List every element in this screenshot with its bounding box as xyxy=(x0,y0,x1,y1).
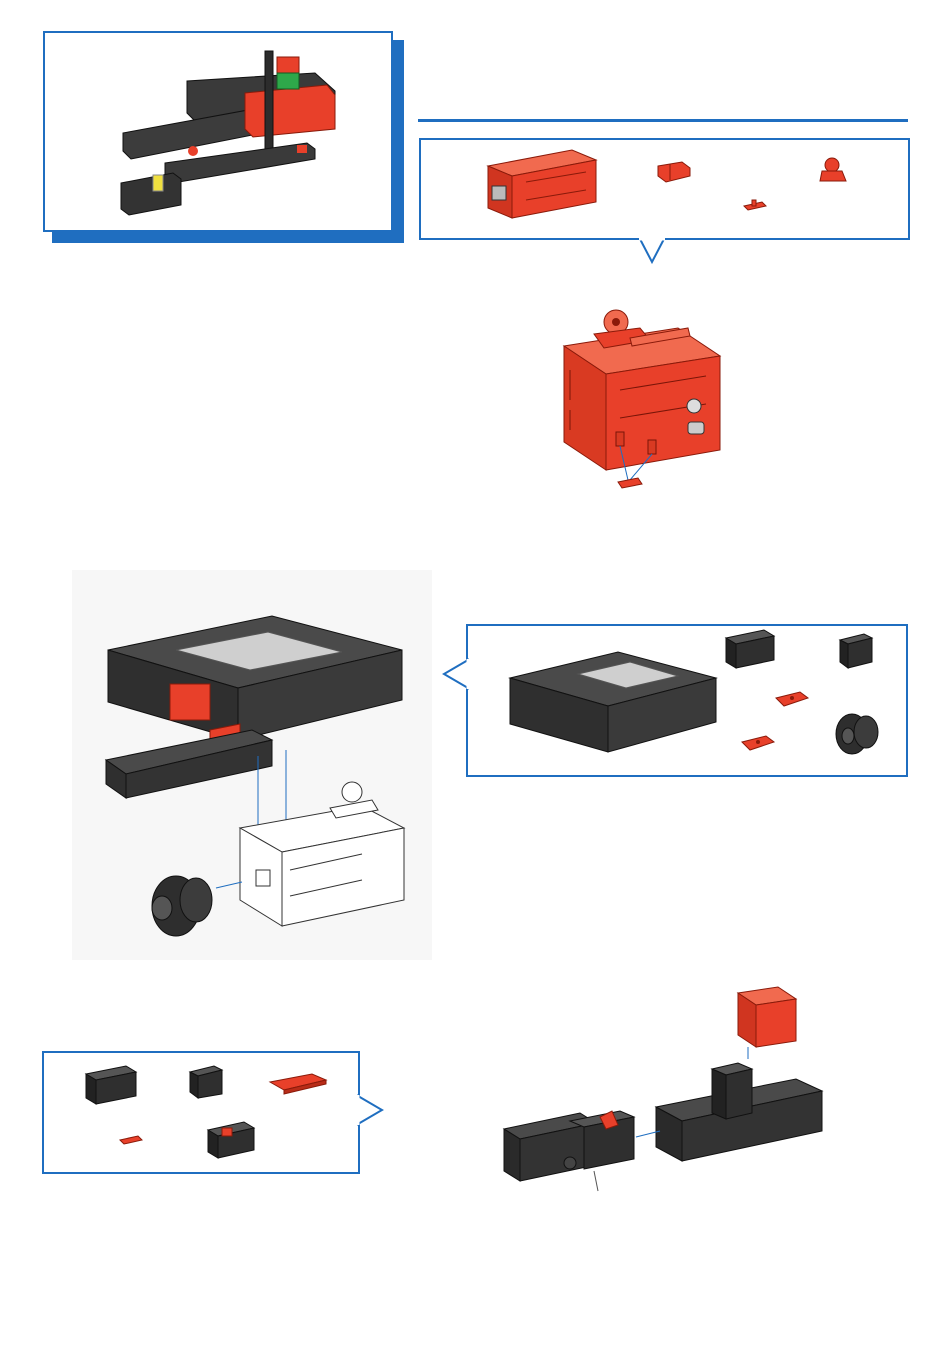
red-pin-icon xyxy=(118,1132,144,1146)
section-rule xyxy=(418,119,908,122)
red-plate-icon xyxy=(774,690,810,710)
preview-panel xyxy=(43,31,393,232)
wheel-hub-icon xyxy=(832,712,882,756)
black-small-block-icon xyxy=(188,1064,224,1100)
controller-icon xyxy=(508,638,718,756)
assembled-model-preview-icon xyxy=(45,33,395,234)
switch-icon xyxy=(206,1120,256,1160)
red-hinge-icon xyxy=(818,155,848,183)
base-assembly-icon xyxy=(500,985,830,1195)
red-pin-icon xyxy=(742,198,768,214)
black-block-icon xyxy=(84,1064,140,1104)
mini-motor-icon xyxy=(486,146,598,218)
black-block-icon xyxy=(724,628,776,668)
red-plate-icon xyxy=(740,734,776,754)
parts-list-3-pointer xyxy=(358,1096,386,1126)
black-small-block-icon xyxy=(838,632,874,670)
red-flat-plate-icon xyxy=(268,1072,328,1096)
parts-list-1-pointer xyxy=(640,238,670,264)
controller-motor-assembly-icon xyxy=(72,570,432,960)
parts-list-2-pointer xyxy=(442,660,470,690)
motor-assembly-icon xyxy=(560,300,730,500)
red-clip-icon xyxy=(656,160,692,184)
